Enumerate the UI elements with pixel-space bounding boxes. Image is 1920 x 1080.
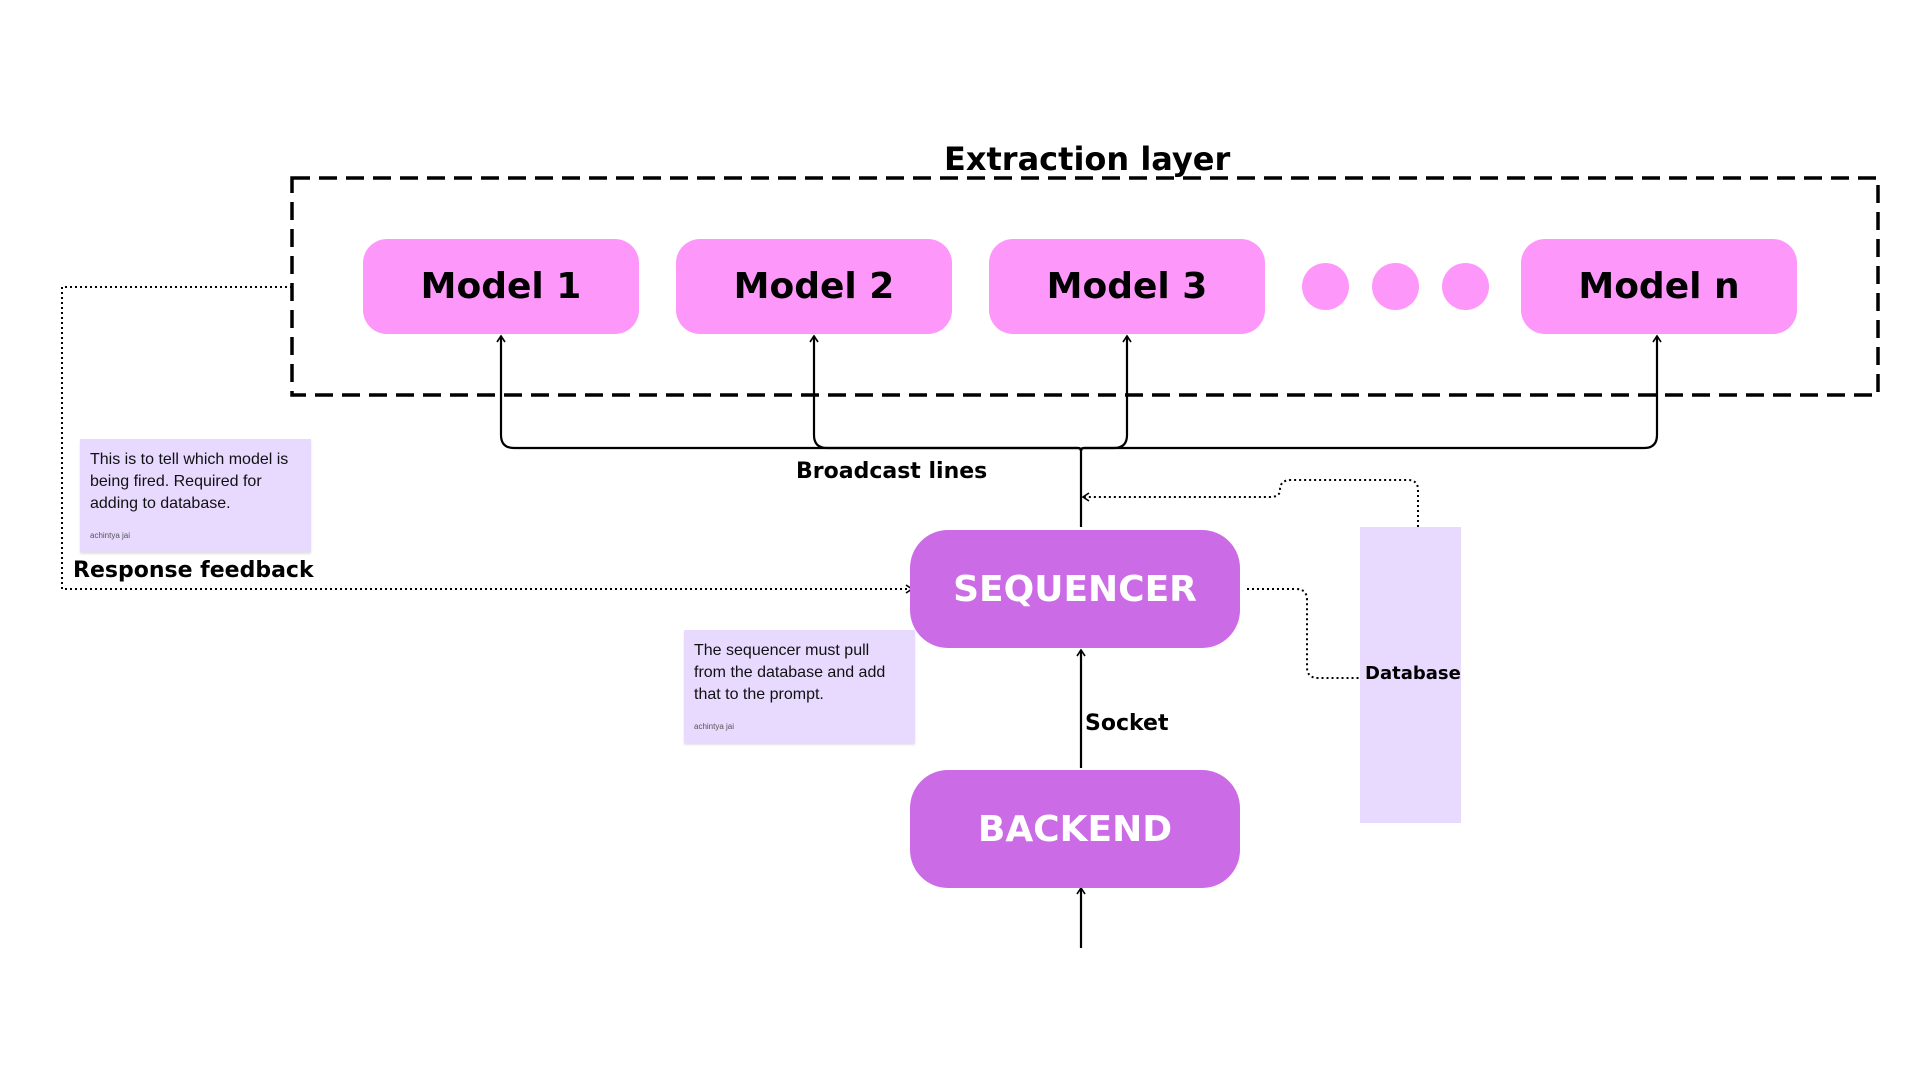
broadcast-lines-label: Broadcast lines — [796, 459, 988, 484]
model-2-block: Model 2 — [676, 239, 952, 334]
model-1-block: Model 1 — [363, 239, 639, 334]
model-3-block: Model 3 — [989, 239, 1265, 334]
database-to-sequencer-line — [1081, 479, 1419, 527]
ellipsis-dot — [1302, 263, 1349, 310]
note-author: achintya jai — [694, 722, 735, 731]
note-text: This is to tell which model is being fir… — [90, 451, 289, 512]
sticky-note-sequencer-database: The sequencer must pull from the databas… — [684, 630, 915, 743]
ellipsis-dot — [1372, 263, 1419, 310]
database-block — [1360, 527, 1461, 823]
note-author: achintya jai — [90, 531, 131, 540]
ellipsis-dot — [1442, 263, 1489, 310]
response-feedback-label: Response feedback — [73, 558, 314, 583]
sequencer-to-database-line — [1247, 588, 1369, 683]
extraction-layer-title: Extraction layer — [944, 140, 1231, 178]
broadcast-lines — [496, 334, 1662, 527]
sequencer-block: SEQUENCER — [910, 530, 1240, 648]
socket-label: Socket — [1085, 711, 1169, 736]
sticky-note-model-fired: This is to tell which model is being fir… — [80, 439, 311, 552]
response-feedback-line — [61, 286, 914, 594]
model-n-block: Model n — [1521, 239, 1797, 334]
backend-block: BACKEND — [910, 770, 1240, 888]
note-text: The sequencer must pull from the databas… — [694, 642, 886, 703]
database-label: Database — [1365, 663, 1461, 684]
